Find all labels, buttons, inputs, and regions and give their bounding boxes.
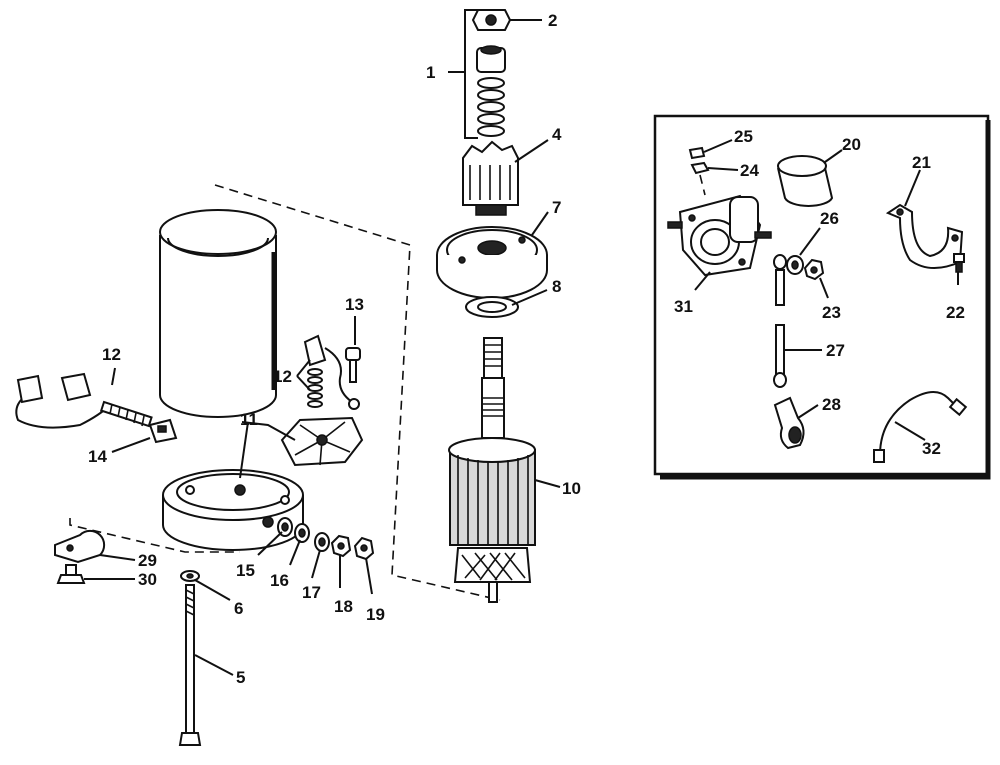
part-24-nut [690, 161, 710, 175]
part-20-boot [777, 155, 834, 207]
part-12-brush-set-left [15, 372, 153, 429]
callout-29: 29 [138, 551, 157, 570]
part-7-drive-end-head [436, 226, 548, 299]
part-27-cable [773, 254, 787, 388]
part-11-brush-holder [280, 416, 364, 467]
callout-28: 28 [822, 395, 841, 414]
part-29-clamp [54, 529, 106, 564]
part-30-screw [56, 564, 86, 584]
part-14-terminal-block [148, 418, 178, 444]
callout-8: 8 [552, 277, 561, 296]
callout-19: 19 [366, 605, 385, 624]
callout-22: 22 [946, 303, 965, 322]
callout-1: 1 [426, 63, 435, 82]
part-32-ground-cable [873, 391, 968, 463]
part-8-thrust-washer [465, 296, 519, 318]
callout-7: 7 [552, 198, 561, 217]
part-13-screw [345, 347, 361, 383]
callout-31: 31 [674, 297, 693, 316]
callout-30: 30 [138, 570, 157, 589]
callout-26: 26 [820, 209, 839, 228]
callout-18: 18 [334, 597, 353, 616]
callout-14: 14 [88, 447, 107, 466]
part-25-clip [688, 146, 706, 160]
callout-10: 10 [562, 479, 581, 498]
part-2-nut [471, 9, 512, 31]
callout-6: 6 [234, 599, 243, 618]
callout-15: 15 [236, 561, 255, 580]
commutator-end-cap [162, 469, 304, 551]
callout-11: 11 [240, 410, 258, 429]
part-1-stop-spring-group [464, 9, 506, 139]
callout-12-left: 12 [102, 345, 121, 364]
field-frame-cylinder [159, 209, 277, 418]
callout-4: 4 [552, 125, 562, 144]
callout-5: 5 [236, 668, 245, 687]
part-26-washer [786, 255, 804, 275]
parts-15-19-washers-nuts [277, 517, 375, 561]
callout-27: 27 [826, 341, 845, 360]
callout-17: 17 [302, 583, 321, 602]
part-22-screw [953, 253, 965, 273]
part-28-boot [773, 396, 805, 450]
leader-lines [84, 19, 561, 676]
inset-leader-lines [694, 139, 959, 441]
assembly-guide-lines [69, 184, 501, 601]
callout-23: 23 [822, 303, 841, 322]
part-31-solenoid [667, 174, 772, 277]
callout-2: 2 [548, 11, 557, 30]
callout-16: 16 [270, 571, 289, 590]
callout-24: 24 [740, 161, 759, 180]
part-10-armature [448, 337, 536, 603]
part-12-brush-springs [303, 334, 360, 410]
callout-32: 32 [922, 439, 941, 458]
part-23-nut [803, 258, 825, 281]
part-21-bracket [885, 203, 964, 269]
callout-labels: 2 1 4 7 8 10 13 12 12 11 14 29 30 15 16 … [88, 11, 965, 687]
inset-panel [653, 114, 991, 480]
part-5-through-bolt [178, 584, 202, 746]
callout-13: 13 [345, 295, 364, 314]
callout-21: 21 [912, 153, 931, 172]
callout-12-right: 12 [273, 367, 292, 386]
part-4-drive-pinion [462, 140, 519, 216]
callout-20: 20 [842, 135, 861, 154]
callout-25: 25 [734, 127, 753, 146]
part-6-washer [180, 570, 200, 582]
